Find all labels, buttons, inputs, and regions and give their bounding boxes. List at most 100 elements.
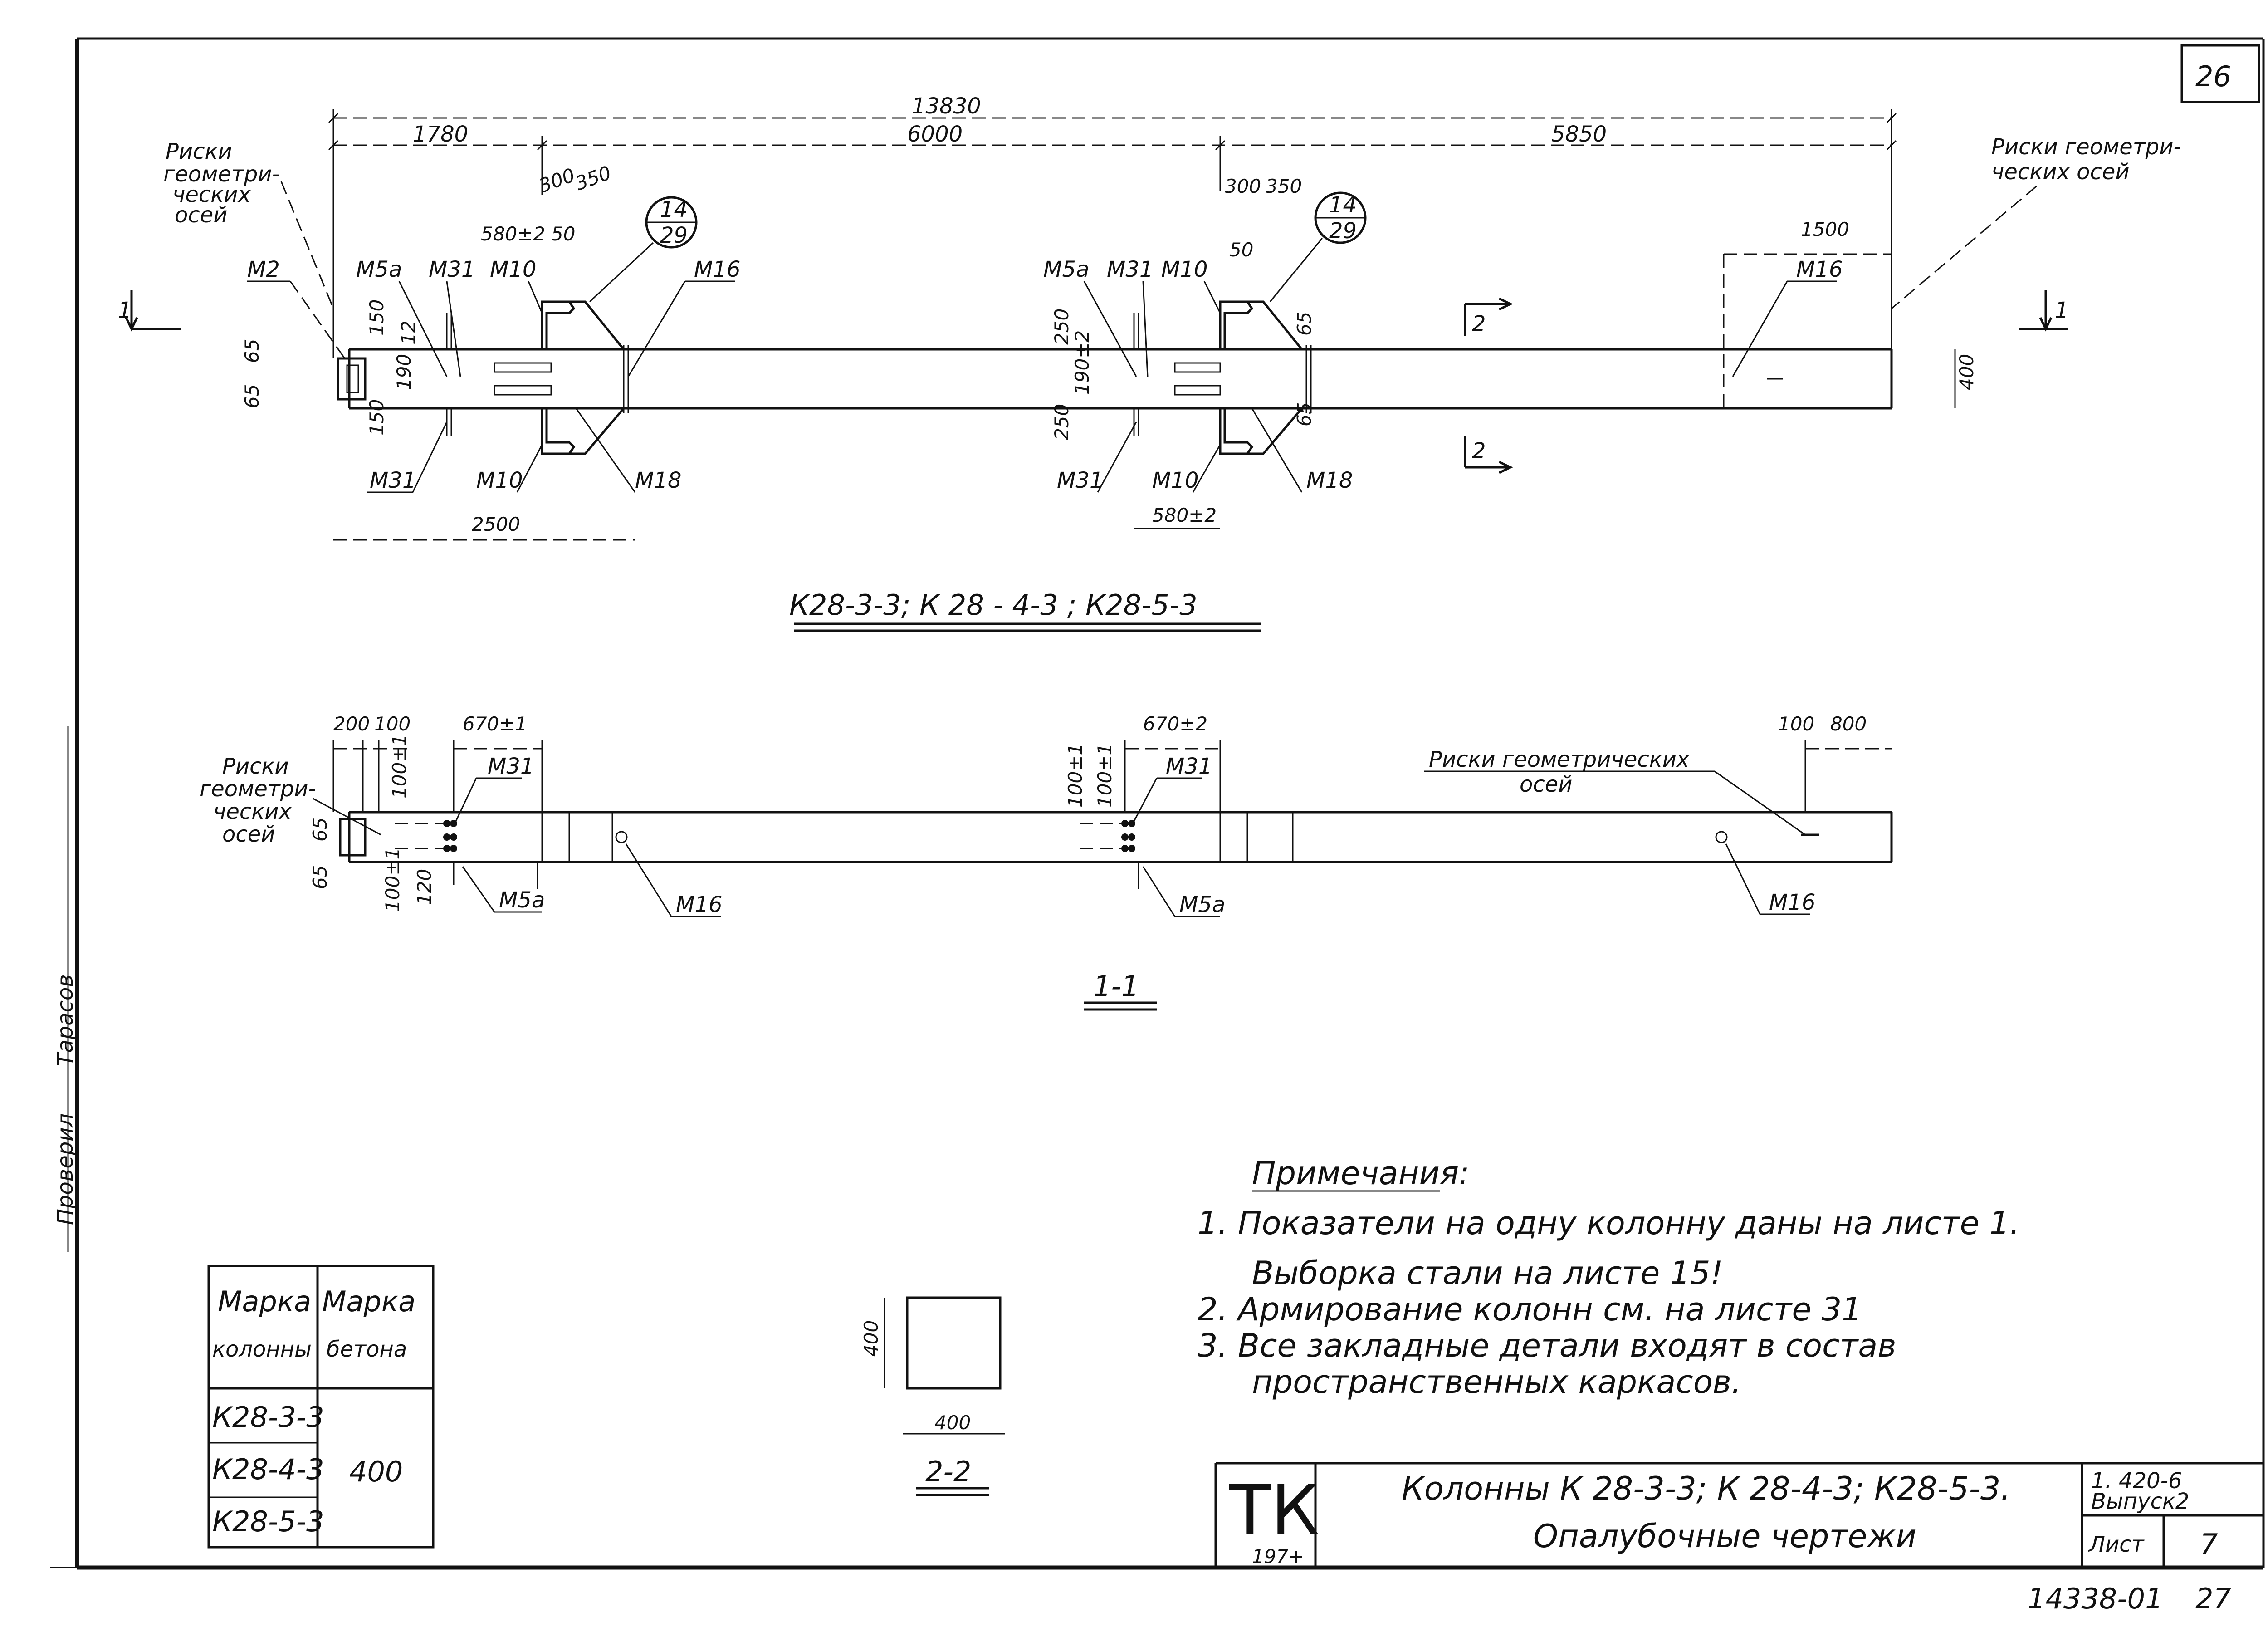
- s11-dim-670-a: 670±1: [463, 713, 527, 735]
- table-header-1a: Марка: [218, 1285, 311, 1318]
- s11-dim-100-3: 100±1: [1094, 743, 1116, 808]
- s11-dim-120: 120: [413, 869, 435, 905]
- table-concrete: 400: [349, 1455, 403, 1488]
- label-m10-3: М10: [476, 468, 523, 493]
- sheet-corner-number: 26: [2195, 60, 2231, 93]
- dim-12: 12: [397, 321, 420, 345]
- org-code: 197+: [1252, 1545, 1304, 1568]
- s11-dim-100-2: 100±1: [1064, 743, 1086, 808]
- label-m10-1: М10: [490, 257, 537, 282]
- section-1-right: 1: [2055, 298, 2069, 323]
- issue-number: Выпуск2: [2091, 1489, 2190, 1514]
- dim-50-b: 50: [1229, 239, 1253, 261]
- label-m31-3: М31: [370, 468, 416, 493]
- section-2-top: 2: [1472, 311, 1486, 337]
- dim-65-d: 65: [1293, 402, 1315, 426]
- label-m31-4: М31: [1057, 468, 1104, 493]
- dim-50-a: 50: [551, 223, 575, 245]
- dim-350-b: 350: [1266, 175, 1302, 197]
- section-1-1-title: 1-1: [1093, 970, 1139, 1003]
- section-2-2-title: 2-2: [925, 1455, 971, 1488]
- copy-sheet-number: 27: [2195, 1582, 2231, 1615]
- s11-label-m31-2: М31: [1166, 754, 1212, 779]
- s11-dim-65-a: 65: [309, 818, 331, 842]
- s11-marks-left-4: осей: [222, 822, 275, 847]
- label-m10-2: М10: [1161, 257, 1208, 282]
- dim-65-b: 65: [241, 384, 263, 408]
- top-view: 13830 1780 6000 5850: [118, 93, 2181, 541]
- label-m2: М2: [247, 257, 280, 282]
- s11-marks-right-2: осей: [1520, 772, 1572, 797]
- dim-left-segment: 1780: [413, 122, 468, 147]
- marks-left-line3: ческих: [172, 182, 251, 207]
- s11-marks-left-3: ческих: [213, 799, 292, 824]
- side-stamp-name: Тарасов: [53, 974, 78, 1066]
- callout-2-top: 14: [1329, 192, 1357, 218]
- dim-250-a: 250: [1051, 309, 1073, 345]
- label-m16-1: М16: [694, 257, 741, 282]
- dim-580-b: 580±2: [1152, 504, 1217, 526]
- drawing-code: 14338-01: [2028, 1582, 2163, 1615]
- sheet-label: Лист: [2088, 1532, 2145, 1557]
- title-block: [1214, 1462, 2263, 1568]
- callout-2-bottom: 29: [1329, 218, 1357, 244]
- note-2: 2. Армирование колонн см. на листе 31: [1198, 1291, 1862, 1328]
- label-m18-1: М18: [635, 468, 682, 493]
- label-m31-1: М31: [429, 257, 475, 282]
- dim-300-b: 300: [1225, 175, 1261, 197]
- section-2-2: 400 400: [860, 1296, 1005, 1435]
- side-stamp-checked: Проверил: [53, 1113, 78, 1225]
- org-mark: ТК: [1229, 1471, 1319, 1550]
- sheet-frame: [50, 37, 2265, 1570]
- dim-65-c: 65: [1293, 312, 1315, 336]
- series-number: 1. 420-6: [2091, 1468, 2182, 1494]
- table-row-2: К28-4-3: [212, 1453, 324, 1486]
- label-m10-4: М10: [1152, 468, 1199, 493]
- dim-400: 400: [1955, 354, 1978, 390]
- notes-heading: Примечания:: [1252, 1155, 1470, 1192]
- s11-marks-right-1: Риски геометрических: [1429, 747, 1690, 772]
- s11-label-m5a-2: М5а: [1179, 892, 1225, 917]
- table-header-1b: колонны: [212, 1337, 312, 1362]
- callout-1-bottom: 29: [660, 223, 688, 248]
- dim-350-a: 350: [572, 162, 614, 195]
- dim-middle-segment: 6000: [907, 122, 963, 147]
- table-header-2b: бетона: [327, 1337, 407, 1362]
- dim-190-a: 190: [393, 354, 415, 390]
- marks-left-line1: Риски: [166, 139, 232, 164]
- s22-dim-v: 400: [860, 1320, 882, 1357]
- s11-marks-left-1: Риски: [222, 754, 289, 779]
- title-line-1: Колонны К 28-3-3; К 28-4-3; К28-5-3.: [1402, 1470, 2011, 1507]
- dim-65-a: 65: [241, 339, 263, 363]
- dim-1500: 1500: [1801, 218, 1849, 240]
- label-m16-2: М16: [1796, 257, 1843, 282]
- marks-right-line1: Риски геометри-: [1991, 134, 2181, 160]
- dim-overall: 13830: [912, 93, 981, 119]
- s11-dim-100r: 100: [1778, 713, 1814, 735]
- dim-150-b: 150: [366, 399, 388, 436]
- section-1-1: 200 100 670±1 670±2 100 800 100±1 100±1 …: [200, 713, 1893, 917]
- s11-label-m31-1: М31: [488, 754, 534, 779]
- dim-580-a: 580±2: [481, 223, 545, 245]
- dim-250-b: 250: [1051, 404, 1073, 440]
- callout-1-top: 14: [660, 197, 688, 222]
- s11-dim-670-b: 670±2: [1143, 713, 1207, 735]
- title-line-2: Опалубочные чертежи: [1533, 1518, 1916, 1555]
- marks-left-line4: осей: [175, 202, 227, 228]
- dim-right-segment: 5850: [1551, 122, 1607, 147]
- s11-dim-100-4: 100±1: [381, 848, 404, 912]
- sheet-number: 7: [2200, 1528, 2218, 1561]
- s11-dim-100-1: 100±1: [388, 734, 411, 799]
- side-stamp: Проверил Тарасов: [53, 726, 78, 1252]
- table-header-2a: Марка: [322, 1285, 415, 1318]
- note-1: 1. Показатели на одну колонну даны на ли…: [1198, 1205, 2020, 1242]
- marks-table: [207, 1265, 435, 1549]
- label-m18-2: М18: [1306, 468, 1353, 493]
- section-1-left: 1: [118, 298, 132, 323]
- s11-label-m16-1: М16: [676, 892, 723, 917]
- label-m5a-2: М5а: [1043, 257, 1089, 282]
- s11-label-m16-2: М16: [1769, 890, 1816, 915]
- s11-dim-100: 100: [374, 713, 411, 735]
- section-2-bottom: 2: [1472, 438, 1486, 464]
